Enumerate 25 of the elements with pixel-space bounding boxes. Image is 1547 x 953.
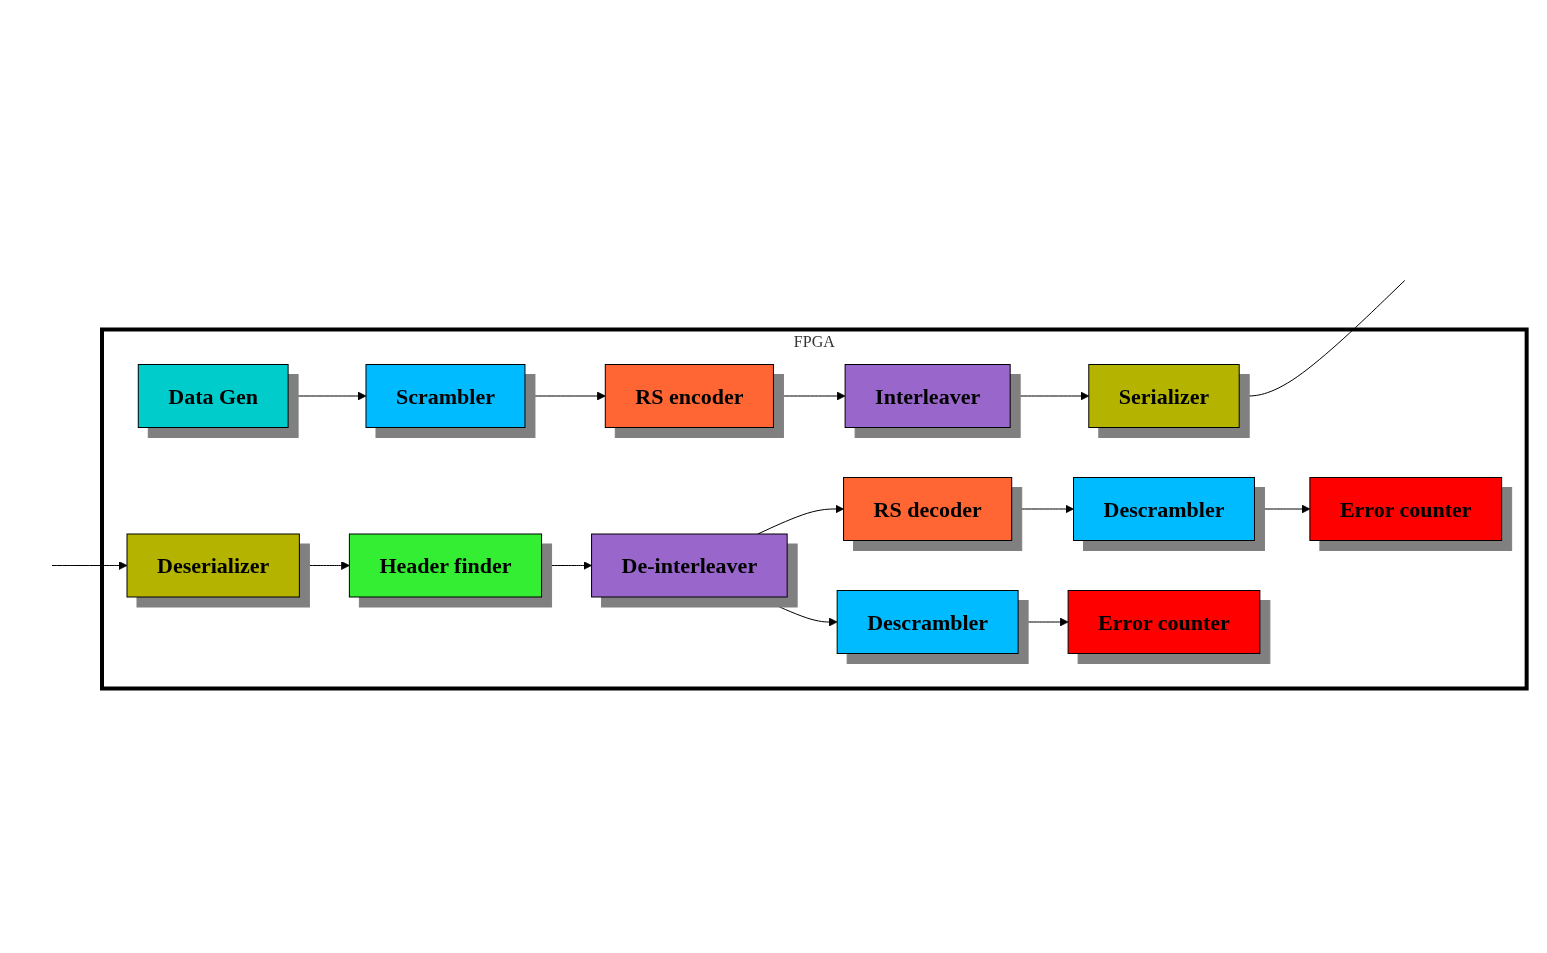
node-box: De-interleaver xyxy=(590,533,788,598)
node-box: Error counter xyxy=(1067,590,1261,654)
node-box: Descrambler xyxy=(1072,477,1255,541)
node-box: Header finder xyxy=(348,533,542,598)
node-box: Deserializer xyxy=(126,533,300,598)
node-box: RS encoder xyxy=(604,364,774,428)
node-box: Data Gen xyxy=(137,364,289,428)
arrow xyxy=(1010,504,1074,514)
arrow xyxy=(524,391,606,401)
arrow xyxy=(287,391,367,401)
arrow xyxy=(540,561,592,570)
node-box: Serializer xyxy=(1087,364,1240,428)
arrow xyxy=(51,561,128,570)
arrow xyxy=(1253,504,1310,514)
arrow xyxy=(298,561,350,570)
arrow xyxy=(1009,391,1089,401)
arrow xyxy=(772,391,846,401)
arrow xyxy=(1017,617,1069,627)
node-box: Interleaver xyxy=(844,364,1011,428)
node-box: Descrambler xyxy=(836,590,1019,654)
node-box: Error counter xyxy=(1309,477,1502,541)
node-box: RS decoder xyxy=(842,477,1012,541)
node-box: Scrambler xyxy=(365,364,526,428)
connector xyxy=(1238,279,1405,397)
arrow xyxy=(757,504,844,535)
